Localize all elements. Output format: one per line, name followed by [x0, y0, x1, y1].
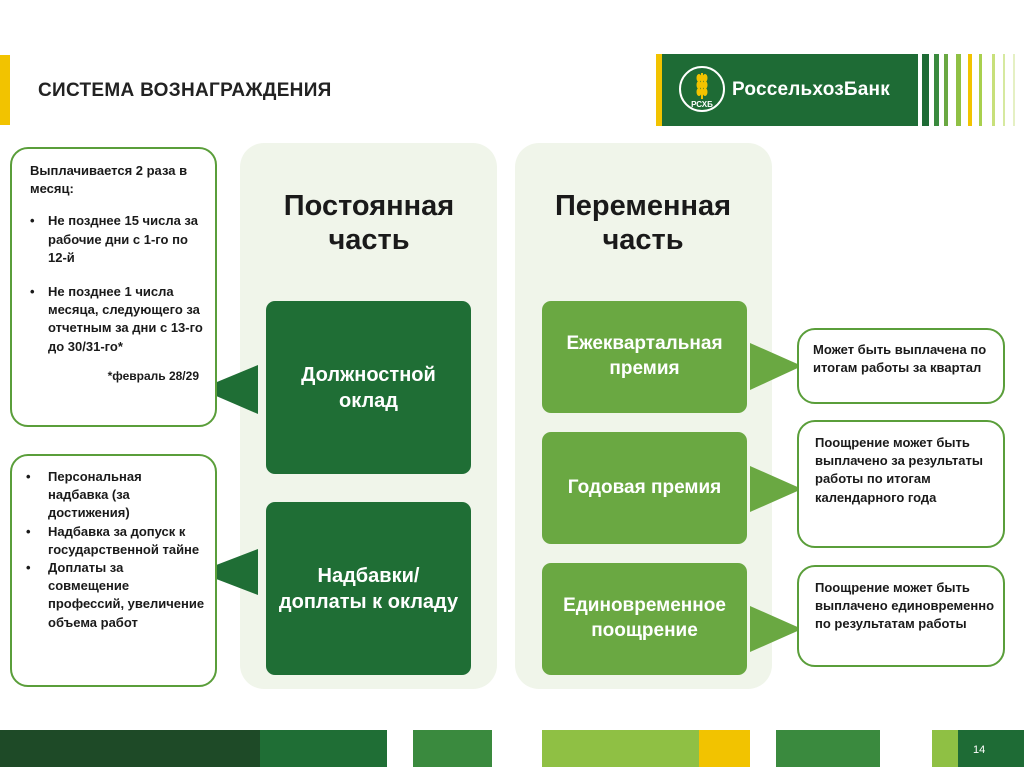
footer-bar — [492, 730, 542, 767]
arrow-right-onetime — [750, 606, 802, 652]
brand-stripe — [979, 54, 982, 126]
footer-bar — [750, 730, 776, 767]
quarterly-bonus-note: Может быть выплачена по итогам работы за… — [797, 328, 1005, 404]
footer-bar — [0, 730, 260, 767]
wheat-emblem-icon: РСХБ — [679, 66, 725, 112]
allowance-item: Персональная надбавка (за достижения) — [26, 468, 205, 523]
arrow-right-quarterly — [750, 343, 802, 390]
variable-part-heading: Переменная часть — [554, 190, 732, 256]
one-time-reward-note: Поощрение может быть выплачено единоврем… — [797, 565, 1005, 667]
payment-intro: Выплачивается 2 раза в месяц: — [30, 163, 188, 197]
base-salary-card: Должностной оклад — [266, 301, 471, 474]
footer-bar — [413, 730, 492, 767]
brand-stripe — [968, 54, 972, 126]
payment-item: Не позднее 1 числа месяца, следующего за… — [30, 283, 203, 356]
brand-stripe — [944, 54, 948, 126]
annual-bonus-card: Годовая премия — [542, 432, 747, 544]
bank-name: РоссельхозБанк — [732, 79, 890, 100]
page-number: 14 — [973, 744, 986, 756]
brand-stripe — [934, 54, 939, 126]
payment-item: Не позднее 15 числа за рабочие дни с 1-г… — [30, 212, 203, 267]
brand-stripe — [992, 54, 995, 126]
svg-text:РСХБ: РСХБ — [691, 100, 713, 109]
footer-bar — [932, 730, 958, 767]
allowances-note: Персональная надбавка (за достижения) На… — [10, 454, 217, 687]
annual-bonus-note: Поощрение может быть выплачено за резуль… — [797, 420, 1005, 548]
arrow-left-payment — [200, 365, 258, 414]
one-time-reward-card: Единовременное поощрение — [542, 563, 747, 675]
brand-stripe — [1003, 54, 1005, 126]
footer-bar — [699, 730, 750, 767]
footer-bar — [958, 730, 1024, 767]
bank-logo: РСХБ РоссельхозБанк — [656, 54, 918, 126]
arrow-right-annual — [750, 466, 802, 512]
february-footnote: *февраль 28/29 — [107, 368, 199, 383]
fixed-part-heading: Постоянная часть — [283, 190, 455, 256]
title-accent-bar — [0, 55, 10, 125]
allowance-item: Надбавка за допуск к государственной тай… — [26, 523, 205, 559]
brand-stripe — [922, 54, 929, 126]
brand-stripe — [956, 54, 961, 126]
footer-bar — [260, 730, 387, 767]
footer-bar — [776, 730, 880, 767]
allowance-item: Доплаты за совмещение профессий, увеличе… — [26, 559, 205, 632]
salary-allowances-card: Надбавки/ доплаты к окладу — [266, 502, 471, 675]
footer-bar — [542, 730, 699, 767]
payment-list: Не позднее 15 числа за рабочие дни с 1-г… — [30, 212, 203, 355]
footer-bar — [387, 730, 413, 767]
allowances-list: Персональная надбавка (за достижения) На… — [26, 468, 205, 632]
footer-bar — [880, 730, 932, 767]
page-title: СИСТЕМА ВОЗНАГРАЖДЕНИЯ — [38, 80, 332, 101]
brand-stripe — [1013, 54, 1015, 126]
payment-schedule-note: Выплачивается 2 раза в месяц: Не позднее… — [10, 147, 217, 427]
arrow-left-bonuses — [198, 549, 258, 595]
quarterly-bonus-card: Ежеквартальная премия — [542, 301, 747, 413]
